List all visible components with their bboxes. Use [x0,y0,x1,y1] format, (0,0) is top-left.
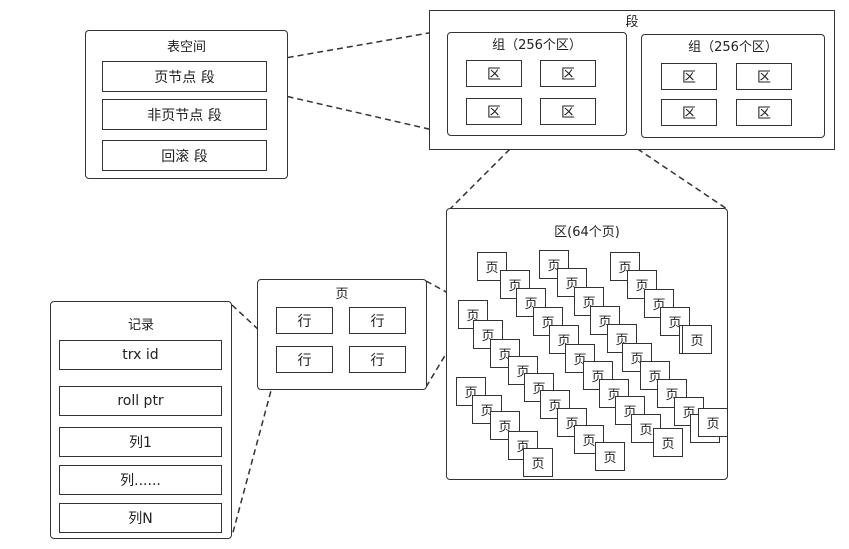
connector-line [231,371,277,537]
page-tile: 页 [549,325,579,354]
record-box: 记录 trx id roll ptr 列1 列...... 列N [50,301,232,539]
extent-cell: 区 [661,99,717,126]
connector-line [267,91,447,134]
group-box: 组（256个区） 区 区 区 区 [641,34,825,138]
page-tile: 页 [698,408,728,437]
extent-cell: 区 [736,99,792,126]
record-title: 记录 [127,318,154,333]
page-title: 页 [335,287,349,302]
record-field: roll ptr [59,386,222,416]
tablespace-title: 表空间 [166,40,206,55]
extent-cell: 区 [736,63,792,90]
page-tile: 页 [456,377,486,406]
group-box: 组（256个区） 区 区 区 区 [447,32,627,136]
row-cell: 行 [276,346,333,373]
row-cell: 行 [349,307,406,334]
segment-title: 段 [625,15,639,30]
record-field: 列...... [59,465,222,495]
group-title: 组（256个区） [492,38,582,53]
extent-cell: 区 [540,60,596,87]
extent-cell: 区 [540,98,596,125]
tablespace-row: 回滚 段 [102,140,267,171]
page-box: 页 行 行 行 行 [257,279,427,390]
page-tile: 页 [523,448,553,477]
tablespace-box: 表空间 页节点 段 非页节点 段 回滚 段 [85,30,288,179]
page-tile: 页 [653,428,683,457]
segment-box: 段 组（256个区） 区 区 区 区 组（256个区） 区 区 区 区 [429,10,835,150]
group-title: 组（256个区） [688,40,778,55]
tablespace-row: 页节点 段 [102,61,267,92]
row-cell: 行 [349,346,406,373]
extent-title: 区(64个页) [554,225,620,240]
extent-cell: 区 [661,63,717,90]
record-field: trx id [59,340,222,370]
extent-cell: 区 [466,60,522,87]
tablespace-row: 非页节点 段 [102,99,267,130]
extent-cell: 区 [466,98,522,125]
page-tile: 页 [477,252,507,281]
connector-line [267,29,447,62]
record-field: 列N [59,503,222,533]
record-field: 列1 [59,427,222,457]
page-tile: 页 [682,325,712,354]
row-cell: 行 [276,307,333,334]
page-tile: 页 [595,442,625,471]
